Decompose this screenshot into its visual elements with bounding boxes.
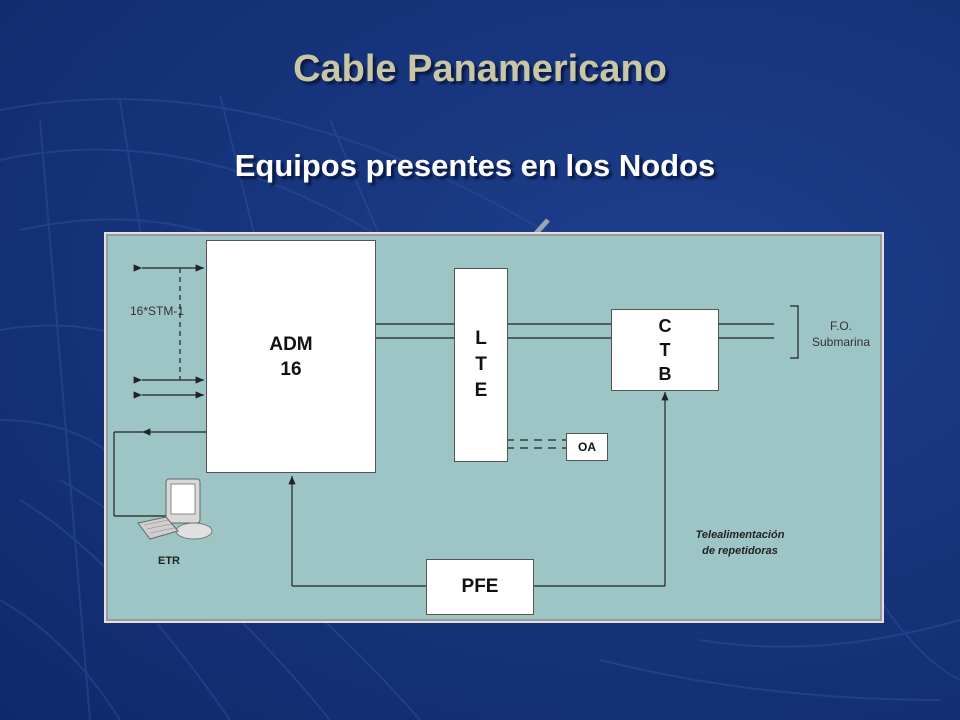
fiber-label: F.O. Submarina [812, 318, 870, 350]
tele-label-line1: Telealimentación [695, 529, 785, 541]
ctb-box: C T B [611, 309, 719, 391]
slide-title: Cable Panamericano [293, 48, 667, 90]
slide-subtitle: Equipos presentes en los Nodos [234, 148, 716, 183]
telealimentacion-label: Telealimentación de repetidoras [680, 527, 800, 559]
ctb-letter-c: C [658, 316, 672, 336]
fiber-label-line1: F.O. [830, 319, 853, 333]
fiber-bracket [790, 305, 799, 359]
pfe-box: PFE [426, 559, 534, 615]
lte-letter-t: T [475, 354, 487, 375]
etr-label: ETR [158, 555, 180, 567]
ctb-letter-b: B [658, 364, 672, 384]
oa-box: OA [566, 433, 608, 461]
tele-label-line2: de repetidoras [702, 545, 778, 557]
adm-label: ADM [269, 333, 313, 355]
ctb-letter-t: T [659, 340, 671, 360]
lte-letter-l: L [475, 328, 487, 349]
adm16-box: ADM 16 [206, 240, 376, 473]
lte-letter-e: E [474, 380, 488, 401]
adm-number: 16 [280, 358, 302, 380]
equipment-diagram-panel: ADM 16 L T E C T B OA PFE 16*STM-1 F.O. … [104, 232, 884, 623]
lte-box: L T E [454, 268, 508, 462]
fiber-label-line2: Submarina [812, 335, 871, 349]
stm-label: 16*STM-1 [130, 304, 185, 318]
computer-icon [137, 478, 213, 540]
diagram-connections [113, 264, 799, 587]
